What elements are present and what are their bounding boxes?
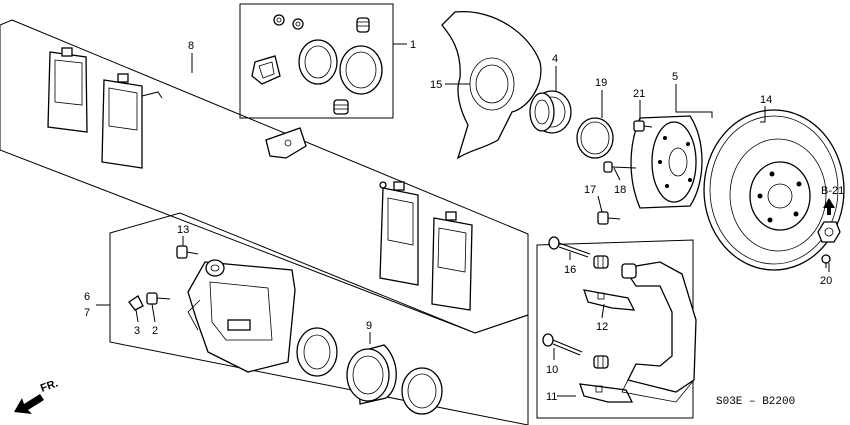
callout-18: 18 — [614, 184, 626, 196]
callout-14: 14 — [760, 94, 772, 106]
pad-retainer-12 — [583, 289, 636, 311]
callout-3: 3 — [134, 325, 140, 337]
pin-boot-upper — [593, 255, 609, 269]
callout-4: 4 — [552, 53, 558, 65]
reference-arrow-up-icon — [823, 198, 835, 215]
callout-11: 11 — [546, 391, 557, 403]
callout-16: 16 — [564, 264, 576, 276]
callout-2: 2 — [152, 325, 158, 337]
dust-boot — [401, 367, 443, 415]
callout-12: 12 — [596, 321, 608, 333]
callout-6: 6 — [84, 291, 90, 303]
brake-pad-inner-left — [101, 73, 163, 169]
hub-bolt-18 — [603, 161, 637, 173]
front-direction-arrow-icon — [14, 394, 44, 414]
caliper-bracket-outline — [536, 239, 694, 419]
bleeder-screw — [146, 292, 171, 305]
callout-20: 20 — [820, 275, 832, 287]
caliper-bracket — [621, 261, 697, 403]
callout-21: 21 — [633, 88, 645, 100]
callout-1: 1 — [410, 39, 416, 51]
guide-pin-10 — [542, 333, 583, 356]
piston-seal — [296, 327, 338, 377]
caliper-body — [187, 259, 296, 373]
seal-kit-outline — [239, 3, 394, 119]
caliper-bolt-13 — [176, 245, 199, 259]
brake-pad-inner-right — [431, 211, 473, 311]
brake-pad-outer-left — [47, 47, 88, 133]
piston — [346, 344, 397, 405]
diagram-code: S03E – B2200 — [716, 396, 795, 408]
bleeder-cap — [128, 295, 144, 311]
disc-screw — [821, 254, 831, 268]
pad-retainer-11 — [579, 383, 634, 403]
guide-pin-16 — [548, 236, 591, 258]
pin-boot-lower — [593, 355, 609, 369]
wheel-hub — [630, 115, 703, 209]
reference-label: B-21 — [821, 185, 844, 197]
pad-shim-clip — [265, 127, 307, 159]
callout-9: 9 — [366, 320, 372, 332]
hub-bearing — [529, 90, 572, 134]
callout-19: 19 — [595, 77, 607, 89]
pad-sensor-clip-small — [379, 181, 387, 189]
wheel-nut — [817, 221, 841, 243]
brake-disc — [703, 109, 845, 271]
brake-pad-outer-right — [379, 181, 419, 286]
callout-17: 17 — [584, 184, 596, 196]
callout-13: 13 — [177, 224, 189, 236]
callout-7: 7 — [84, 307, 90, 319]
snap-ring — [576, 117, 614, 159]
leader-lines — [96, 43, 830, 397]
callout-8: 8 — [188, 40, 194, 52]
hub-bolt-21 — [633, 120, 653, 132]
callout-5: 5 — [672, 71, 678, 83]
seal-kit-parts — [251, 14, 383, 115]
direction-label: FR. — [39, 377, 60, 394]
bracket-bolt-17 — [597, 211, 621, 225]
callout-15: 15 — [430, 79, 442, 91]
callout-10: 10 — [546, 364, 558, 376]
caliper-assembly-outline — [109, 212, 529, 425]
callout-labels: 1 2 3 4 5 6 7 8 9 10 11 12 13 14 15 16 1… — [39, 39, 844, 408]
splash-shield — [441, 11, 542, 160]
